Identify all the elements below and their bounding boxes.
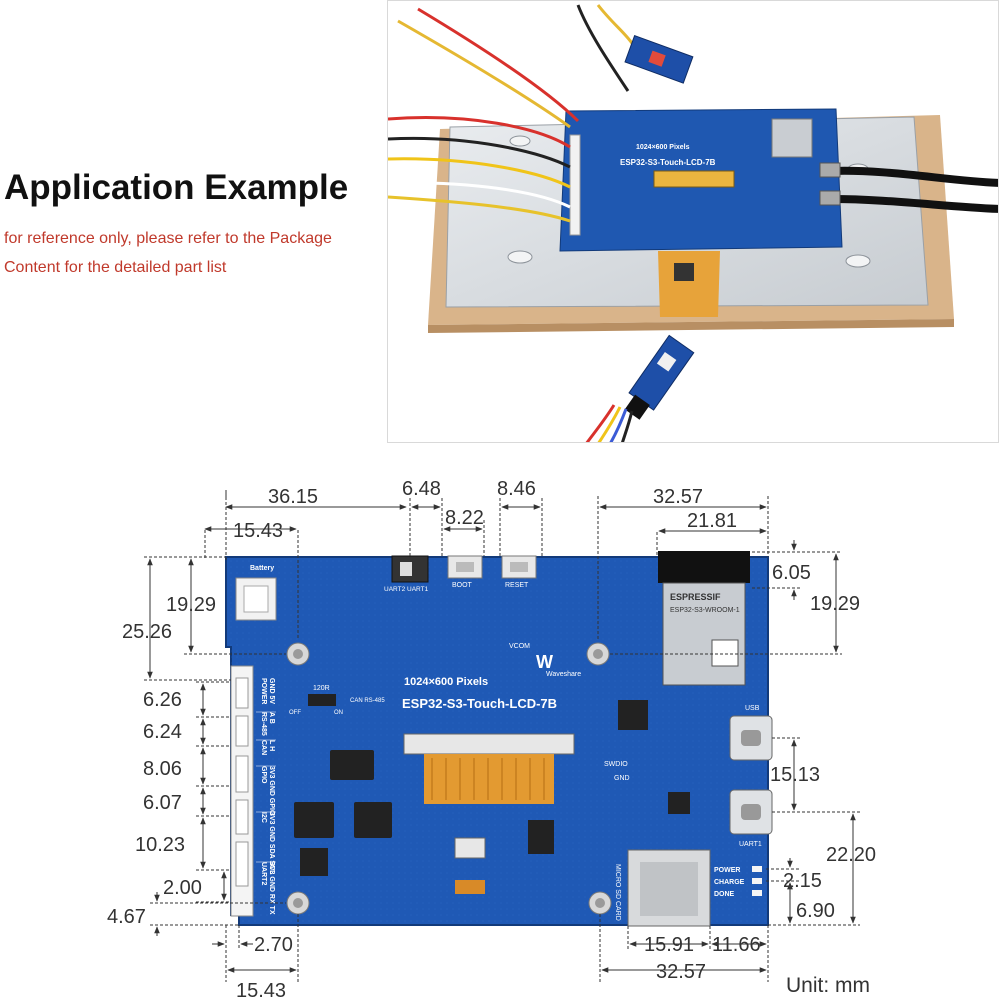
dim-right-22-20: 22.20: [826, 844, 876, 866]
connector-uart2-label: UART2: [260, 862, 267, 885]
dim-right-19-29: 19.29: [810, 593, 860, 615]
reset-button: RESET: [501, 555, 537, 589]
dim-bottom-2-70: 2.70: [254, 934, 293, 956]
dimension-lines: [144, 490, 860, 982]
module-brand: ESPRESSIF: [670, 592, 721, 602]
dimension-values: 36.15 15.43 6.48 8.22 8.46 32.57 21.81 6…: [107, 478, 876, 999]
sensor-wires: [388, 4, 640, 223]
photo-board-resolution: 1024×600 Pixels: [636, 144, 690, 151]
can-rs485-label: CAN RS-485: [350, 698, 385, 704]
r120-label: 120R: [313, 685, 330, 692]
connector-power-label: POWER: [260, 678, 267, 704]
status-leds: POWER CHARGE DONE: [714, 866, 762, 898]
top-sensor-module: [624, 34, 694, 84]
bottom-sensor-wires: [585, 404, 634, 442]
waveshare-logo: W: [536, 652, 553, 672]
gnd-label: GND: [614, 775, 630, 782]
connector-power-pins: GND 5V: [268, 678, 275, 704]
connector-uart2-pins: 3V3 GND RX TX: [268, 862, 275, 915]
connector-gpio-pins: 3V3 GND GPIO: [268, 766, 275, 816]
connector-rs485-label: RS-485: [260, 712, 267, 736]
reference-note-line-2: Content for the detailed part list: [4, 259, 227, 276]
dim-top-6-48: 6.48: [402, 478, 441, 500]
connector-strip: [230, 665, 254, 917]
off-label: OFF: [289, 710, 301, 716]
uart1-port: UART1: [729, 789, 773, 848]
photo-fpc-cable: [658, 251, 720, 317]
connector-rs485-pins: A B: [268, 712, 275, 724]
done-led-label: DONE: [714, 891, 735, 898]
boot-label: BOOT: [452, 582, 473, 589]
dim-right-6-90: 6.90: [796, 900, 835, 922]
dim-right-6-05: 6.05: [772, 562, 811, 584]
dim-top-8-22: 8.22: [445, 507, 484, 529]
dim-top-8-46: 8.46: [497, 478, 536, 500]
connector-labels: POWER GND 5V RS-485 A B CAN L H GPIO 3V3…: [256, 678, 276, 915]
dim-left-19-29: 19.29: [166, 594, 216, 616]
connector-i2c-pins: 3V3 GND SDA SCL: [268, 812, 275, 875]
reset-label: RESET: [505, 582, 529, 589]
board-brand: Waveshare: [546, 671, 581, 678]
dim-top-32-57: 32.57: [653, 486, 703, 508]
dim-bottom-15-43: 15.43: [236, 980, 286, 999]
unit-label: Unit: mm: [786, 974, 870, 997]
board-resolution: 1024×600 Pixels: [404, 676, 488, 688]
dim-left-6-24: 6.24: [143, 721, 182, 743]
battery-label: Battery: [250, 565, 274, 572]
micro-sd-slot: MICRO SD CARD: [614, 849, 711, 927]
on-label: ON: [334, 710, 343, 716]
connector-can-label: CAN: [260, 740, 267, 755]
photo-board-model: ESP32-S3-Touch-LCD-7B: [620, 158, 716, 167]
swdio-label: SWDIO: [604, 761, 628, 768]
usb-label: USB: [745, 705, 760, 712]
dim-left-8-06: 8.06: [143, 758, 182, 780]
micro-sd-label: MICRO SD CARD: [614, 864, 621, 921]
reference-note-line-1: for reference only, please refer to the …: [4, 230, 332, 247]
vcom-label: VCOM: [509, 643, 530, 650]
ic-chips: [294, 700, 690, 876]
dim-left-4-67: 4.67: [107, 906, 146, 928]
application-photo: 1024×600 Pixels ESP32-S3-Touch-LCD-7B: [387, 0, 999, 443]
usb-port: USB: [729, 705, 773, 761]
dim-left-2-00: 2.00: [163, 877, 202, 899]
charge-led-label: CHARGE: [714, 879, 745, 886]
board-model: ESP32-S3-Touch-LCD-7B: [402, 696, 557, 711]
dim-right-15-13: 15.13: [770, 764, 820, 786]
small-connector: [454, 837, 486, 894]
section-title: Application Example: [4, 168, 349, 207]
dim-bottom-15-91: 15.91: [644, 934, 694, 956]
dim-bottom-11-66: 11.66: [712, 934, 761, 956]
dim-top-15-43: 15.43: [233, 520, 283, 542]
dim-left-6-07: 6.07: [143, 792, 182, 814]
battery-connector: Battery: [235, 565, 277, 621]
power-led-label: POWER: [714, 867, 740, 874]
esp32-module: ESPRESSIF ESP32-S3-WROOM-1: [658, 551, 750, 686]
boot-button: BOOT: [447, 555, 483, 589]
uart1-label: UART1: [739, 841, 762, 848]
usb-cables: [819, 162, 998, 213]
dim-right-2-15: 2.15: [783, 870, 822, 892]
dim-top-21-81: 21.81: [687, 510, 737, 532]
dim-left-10-23: 10.23: [135, 834, 185, 856]
dim-left-25-26: 25.26: [122, 621, 172, 643]
connector-i2c-label: I2C: [260, 812, 267, 823]
module-name: ESP32-S3-WROOM-1: [670, 607, 740, 614]
mounting-holes: [286, 642, 612, 915]
dim-left-6-26: 6.26: [143, 689, 182, 711]
lcd-fpc-connector: [403, 733, 575, 804]
dim-top-36-15: 36.15: [268, 486, 318, 508]
connector-can-pins: L H: [268, 740, 275, 751]
uart-switch-label: UART2 UART1: [384, 586, 429, 593]
uart-switch: UART2 UART1: [384, 555, 429, 593]
connector-gpio-label: GPIO: [260, 766, 267, 784]
dim-bottom-32-57: 32.57: [656, 961, 706, 983]
